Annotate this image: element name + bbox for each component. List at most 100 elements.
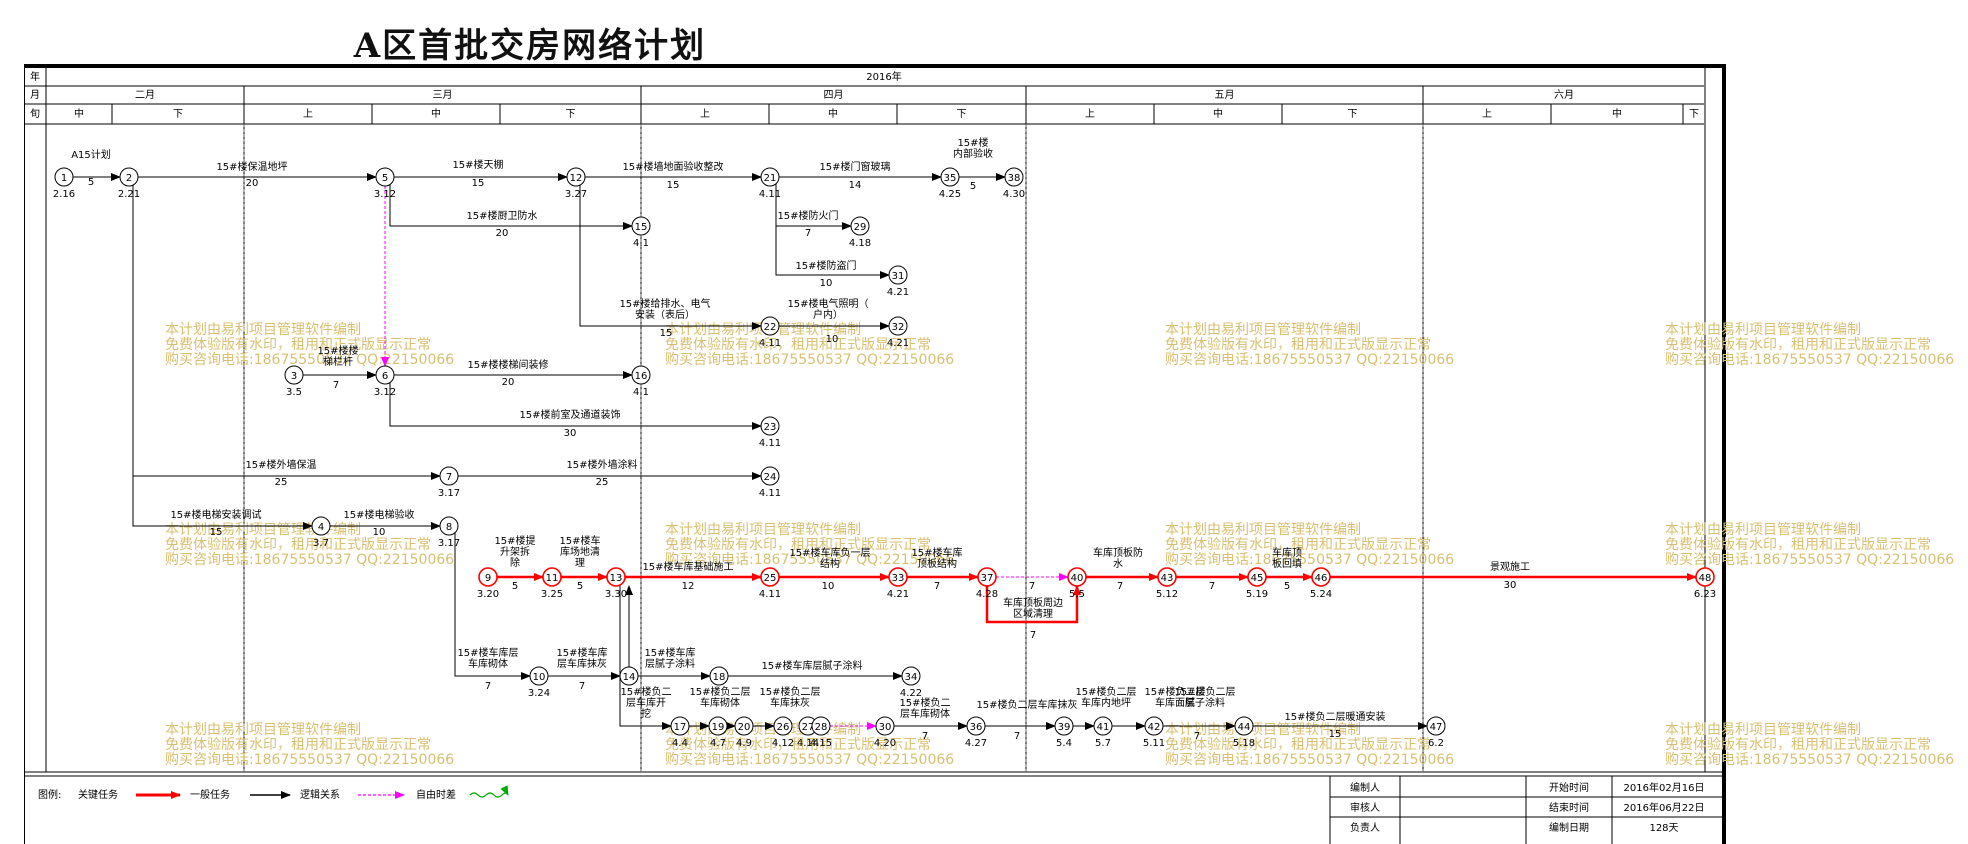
node-id: 17	[674, 722, 687, 733]
chart-frame	[24, 64, 1726, 844]
activity-label: 15#楼车库	[556, 646, 607, 659]
node-id: 8	[446, 522, 452, 533]
node-id: 28	[815, 722, 828, 733]
node-date: 4.25	[939, 189, 961, 200]
watermark-line: 购买咨询电话:18675550537 QQ:22150066	[1165, 352, 1454, 368]
watermark-line: 免费体验版有水印，租用和正式版显示正常	[1665, 737, 1931, 753]
info-start-label: 开始时间	[1549, 781, 1589, 794]
legend-float-label: 自由时差	[416, 788, 456, 801]
activity-label: 挖	[641, 707, 651, 720]
activity-label: 车库内地坪	[1081, 696, 1131, 709]
activity-label: 15#楼负二层暖通安装	[1284, 710, 1385, 723]
activity-label: 15#楼外墙保温	[245, 458, 316, 471]
activity-duration: 7	[1194, 731, 1200, 742]
decade-label: 上	[303, 108, 313, 120]
node-date: 4.11	[759, 589, 781, 600]
watermark-line: 免费体验版有水印，租用和正式版显示正常	[165, 737, 431, 753]
activity-label: 车库抹灰	[770, 696, 810, 709]
node-circle	[760, 466, 780, 486]
node-date: 4.1	[633, 238, 649, 249]
node-id: 25	[764, 573, 777, 584]
activity-label: 车库顶板周边	[1003, 596, 1063, 609]
watermark-line: 免费体验版有水印，租用和正式版显示正常	[1165, 337, 1431, 353]
node-id: 14	[623, 672, 636, 683]
watermark-line: 本计划由易利项目管理软件编制	[1665, 322, 1861, 338]
node-id: 5	[382, 173, 388, 184]
node-id: 7	[446, 472, 452, 483]
activity-duration: 15	[210, 527, 223, 538]
watermark-line: 本计划由易利项目管理软件编制	[1165, 322, 1361, 338]
watermark-line: 购买咨询电话:18675550537 QQ:22150066	[665, 352, 954, 368]
node-id: 13	[610, 573, 623, 584]
activity-label: 15#楼负二	[620, 685, 671, 698]
activity-duration: 7	[1117, 581, 1123, 592]
node-date: 4.30	[1003, 189, 1025, 200]
activity-label: 15#楼负二层车库抹灰	[976, 698, 1077, 711]
info-compiler-label: 编制人	[1350, 781, 1380, 794]
node-date: 4.22	[900, 688, 922, 699]
node-id: 2	[126, 173, 132, 184]
node-date: 3.24	[528, 688, 550, 699]
activity-label: 理	[575, 557, 585, 569]
activity-duration: 7	[922, 731, 928, 742]
node-circle	[606, 567, 626, 587]
activity-label: 层车库开	[626, 696, 666, 709]
node-date: 3.12	[374, 189, 396, 200]
activity-label: 结构	[820, 557, 840, 570]
activity-label: 15#楼外墙涂料	[566, 458, 637, 471]
activity-label: 15#楼电气照明（	[787, 297, 868, 310]
activity-duration: 15	[660, 328, 673, 339]
node-id: 45	[1251, 573, 1264, 584]
activity-label: 15#楼电梯安装调试	[170, 508, 261, 521]
activity-label: 15#楼车库	[644, 646, 695, 659]
activity-duration: 7	[333, 380, 339, 391]
node-id: 21	[764, 173, 777, 184]
node-date: 4.11	[759, 488, 781, 499]
watermark-line: 本计划由易利项目管理软件编制	[1165, 522, 1361, 538]
node-circle	[566, 167, 586, 187]
node-date: 4.7	[710, 738, 726, 749]
watermark-line: 购买咨询电话:18675550537 QQ:22150066	[1165, 552, 1454, 568]
info-start-value: 2016年02月16日	[1624, 781, 1705, 794]
node-date: 5.24	[1310, 589, 1332, 600]
node-date: 3.17	[438, 538, 460, 549]
activity-duration: 5	[577, 581, 583, 592]
node-date: 4.21	[887, 287, 909, 298]
activity-label: 15#楼提	[494, 534, 535, 547]
node-id: 10	[533, 672, 546, 683]
activity-duration: 7	[934, 581, 940, 592]
node-circle	[529, 666, 549, 686]
month-label: 三月	[433, 89, 453, 101]
activity-duration: 30	[1504, 580, 1517, 591]
node-date: 4.11	[759, 189, 781, 200]
node-id: 32	[892, 322, 905, 333]
activity-label: 15#楼楼	[317, 344, 358, 357]
row-label-month: 月	[30, 89, 40, 101]
activity-duration: 7	[485, 681, 491, 692]
node-circle	[284, 365, 304, 385]
info-end-label: 结束时间	[1549, 801, 1589, 814]
node-id: 22	[764, 322, 777, 333]
activity-label: 梯栏杆	[323, 355, 353, 368]
activity-duration: 15	[472, 178, 485, 189]
node-circle	[760, 316, 780, 336]
node-id: 11	[546, 573, 559, 584]
node-id: 6	[382, 371, 388, 382]
node-date: 5.5	[1069, 589, 1085, 600]
node-id: 48	[1699, 573, 1712, 584]
activity-label: 15#楼厨卫防水	[466, 209, 537, 222]
month-label: 二月	[135, 89, 155, 101]
row-label-decade: 旬	[30, 107, 40, 120]
node-circle	[888, 316, 908, 336]
activity-duration: 14	[849, 180, 862, 191]
watermark-line: 免费体验版有水印，租用和正式版显示正常	[665, 337, 931, 353]
node-circle	[888, 265, 908, 285]
node-date: 4.14	[797, 738, 819, 749]
activity-label: 库场地清	[560, 545, 600, 558]
activity-label: 15#楼负二层	[1144, 685, 1205, 698]
activity-duration: 10	[373, 527, 386, 538]
activity-duration: 10	[822, 581, 835, 592]
activity-arrow	[619, 577, 672, 730]
activity-label: 15#楼前室及通道装饰	[519, 408, 620, 421]
